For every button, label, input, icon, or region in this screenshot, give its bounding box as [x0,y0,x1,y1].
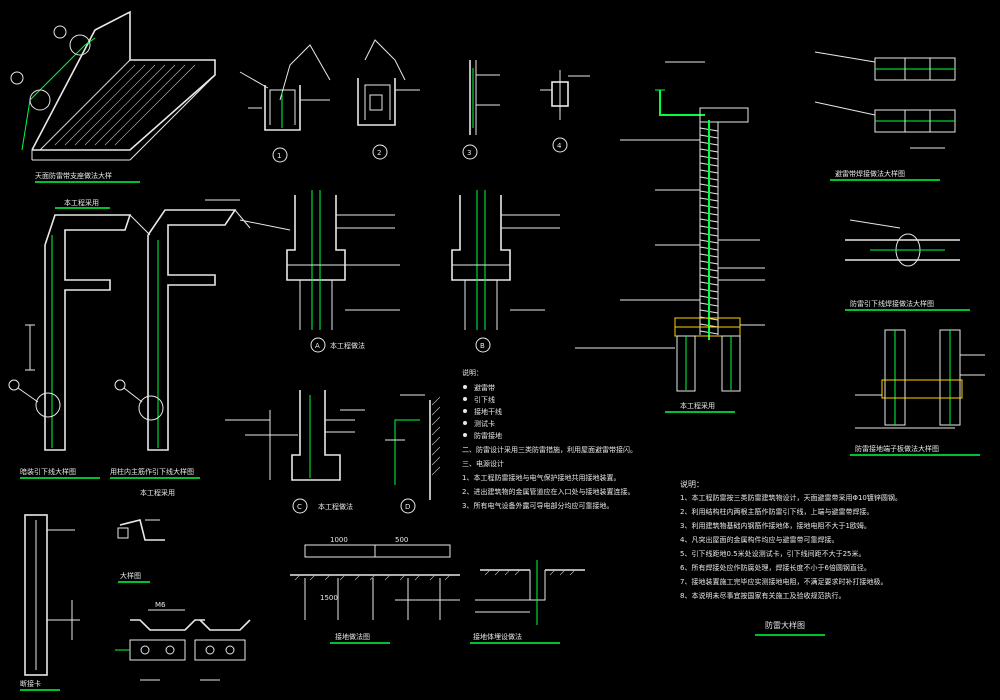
dim-label: M6 [155,601,166,609]
notes-line: 5、引下线距地0.5米处设测试卡，引下线间距不大于25米。 [680,549,866,558]
trench-detail: 接地体埋设做法 [470,560,585,644]
isometric-parapet-detail: 天面防雷带支座做法大样 本工程采用 [10,10,216,209]
caption-iso-parapet: 天面防雷带支座做法大样 [35,171,112,180]
mid-note-item: 引下线 [474,395,495,404]
wall-downlead-detail-right: 用柱内主筋作引下线大样图 本工程采用 [110,199,251,497]
notes-line: 7、接地装置施工完毕应实测接地电阻，不满足要求时补打接地极。 [680,577,887,586]
mid-note-line: 二、防雷设计采用三类防雷措施，利用屋面避雷带接闪。 [462,445,637,454]
clamp-plate-detail: M6 [115,601,251,681]
mid-note-item: 避雷带 [474,383,495,392]
notes-line: 6、所有焊接处应作防腐处理，焊接长度不小于6倍圆钢直径。 [680,563,871,572]
detail-number-a: A [315,342,320,350]
mid-note-line: 1、本工程防雷接地与电气保护接地共用接地装置。 [462,473,620,482]
front-clamp-detail: 断接卡 [20,514,80,691]
small-profile-detail: 大样图 [117,519,165,583]
foundation-detail-a: A 本工程做法 [239,190,400,353]
foundation-detail-b: B [451,190,560,353]
detail-number-d: D [405,503,410,511]
detail-number-c: C [297,503,302,511]
mid-note-line: 3、所有电气设备外露可导电部分均应可靠接地。 [462,501,613,510]
detail-number-4: 4 [557,142,562,150]
detail-number-2: 2 [377,149,381,157]
caption-sub-b: 本工程采用 [140,488,175,497]
grounding-bar-section: 1000 500 1500 接地做法图 [290,536,460,644]
weld-detail-mid-right: 防雷引下线焊接做法大样图 [845,219,970,311]
caption-right-top: 避雷带焊接做法大样图 [835,169,905,178]
small-detail-4: 4 [540,70,590,153]
caption-trench: 接地体埋设做法 [473,632,522,641]
mid-notes-heading: 说明： [462,368,483,377]
sheet-title: 防雷大样图 [755,620,825,636]
foundation-detail-d: D [385,394,441,514]
downlead-ladder-detail: 本工程采用 [575,61,765,413]
notes-line: 2、利用结构柱内两根主筋作防雷引下线，上端与避雷带焊接。 [680,507,873,516]
caption-ladder: 本工程采用 [680,401,715,410]
notes-line: 3、利用建筑物基础内钢筋作接地体，接地电阻不大于1欧姆。 [680,521,871,530]
caption-front-a: 断接卡 [20,679,41,688]
caption-foundation-c: 本工程做法 [318,502,353,511]
detail-number-b: B [480,342,485,350]
caption-wall-b: 用柱内主筋作引下线大样图 [110,467,194,476]
sheet-title-text: 防雷大样图 [765,620,805,630]
dim-label: 500 [395,536,408,544]
mid-note-line: 三、电源设计 [462,459,504,468]
wall-downlead-detail-left: 暗装引下线大样图 [8,214,151,479]
notes-line: 1、本工程防雷按三类防雷建筑物设计，天面避雷带采用Φ10镀锌圆钢。 [680,493,902,502]
caption-small-a: 大样图 [120,571,141,580]
detail-number-3: 3 [467,149,471,157]
terminal-plate-detail: 防雷接地端子板做法大样图 [850,329,985,456]
caption-right-low: 防雷接地端子板做法大样图 [855,444,939,453]
caption-sub-a: 本工程采用 [64,198,99,207]
notes-line: 4、凡突出屋面的金属构件均应与避雷带可靠焊接。 [680,535,838,544]
small-detail-3: 3 [462,60,500,160]
mid-note-item: 防雷接地 [474,431,502,440]
mid-note-item: 测试卡 [474,419,495,428]
caption-right-mid: 防雷引下线焊接做法大样图 [850,299,934,308]
dim-label: 1000 [330,536,348,544]
dim-label: 1500 [320,594,338,602]
detail-number-1: 1 [277,152,281,160]
weld-detail-top-right: 避雷带焊接做法大样图 [814,51,956,181]
foundation-detail-c: C 本工程做法 [225,390,365,514]
small-detail-2: 2 [357,39,420,160]
caption-bar-sec: 接地做法图 [335,632,370,641]
mid-notes-block: 说明： 避雷带 引下线 接地干线 测试卡 防雷接地 二、防雷设计采用三类防雷措施… [462,368,637,510]
general-notes-block: 说明： 1、本工程防雷按三类防雷建筑物设计，天面避雷带采用Φ10镀锌圆钢。 2、… [680,479,902,600]
notes-heading: 说明： [680,479,704,489]
notes-line: 8、本说明未尽事宜按国家有关施工及验收规范执行。 [680,591,845,600]
small-detail-1: 1 [239,44,331,163]
mid-note-item: 接地干线 [474,407,502,416]
caption-foundation-a: 本工程做法 [330,341,365,350]
caption-wall-a: 暗装引下线大样图 [20,467,76,476]
mid-note-line: 2、进出建筑物的金属管道应在入口处与接地装置连接。 [462,487,634,496]
